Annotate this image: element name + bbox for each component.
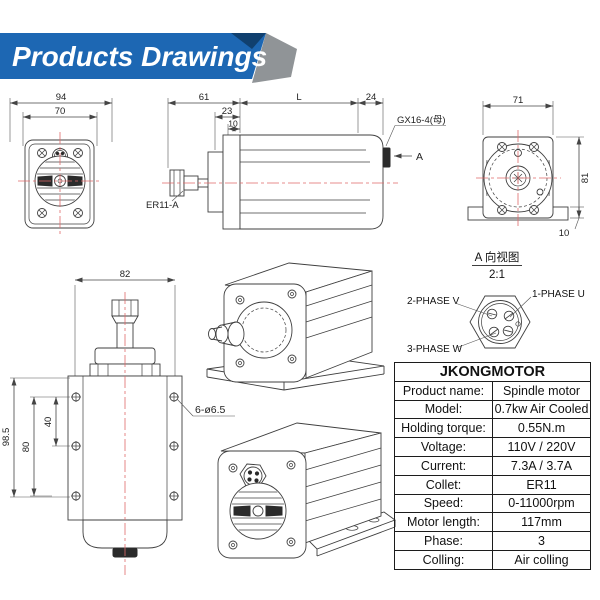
connector-pins [486,308,515,338]
dim-61: 61 [199,92,210,103]
corner-screws [37,148,83,218]
table-row: Phase:3 [394,531,591,551]
flange-holes [71,392,179,501]
dim-82: 82 [120,269,131,280]
collet-3d [208,321,245,347]
dim-40: 40 [43,417,54,428]
iso-view-rear [217,422,396,559]
fan-3d [229,482,287,540]
dim-71: 71 [513,95,524,106]
spec-label: Model: [394,399,493,420]
dim-94: 94 [56,92,67,103]
dim-80: 80 [21,442,32,453]
spec-value: Spindle motor [492,380,591,401]
dim-10-feet: 10 [559,228,570,239]
spec-label: Colling: [394,549,493,570]
spec-label: Phase: [394,531,493,551]
table-row: Model:0.7kw Air Cooled [394,399,591,420]
spec-label: Motor length: [394,512,493,533]
spec-value: 110V / 220V [492,437,591,457]
detail-scale: 2:1 [489,269,505,281]
label-view-a: A [416,151,423,163]
page-title: Products Drawings [12,41,267,72]
corner-screws [228,460,296,550]
table-row: Current:7.3A / 3.7A [394,455,591,476]
dim-24: 24 [366,92,377,103]
bottom-view-drawing: 82 [1,269,235,575]
banner-fold-navy [231,33,266,49]
label-gx16: GX16-4(母) [397,115,446,126]
spec-label: Holding torque: [394,418,493,439]
corner-screws [235,289,297,368]
dim-10-side: 10 [228,119,238,129]
spec-label: Current: [394,455,493,476]
spec-value: 3 [492,531,591,551]
dim-70: 70 [55,106,66,117]
rear-view-drawing: 71 81 10 [467,95,591,239]
banner-ribbon [0,33,266,79]
table-row: Voltage:110V / 220V [394,437,591,457]
spec-value: 0.55N.m [492,418,591,439]
table-row: Collet:ER11 [394,474,591,495]
dim-L: L [296,92,301,103]
label-er11-a: ER11-A [146,200,179,211]
corner-screws [497,142,539,215]
label-phase-w: 3-PHASE W [407,344,463,355]
dim-81: 81 [580,173,591,184]
spec-table-header: JKONGMOTOR [394,362,591,382]
dim-23: 23 [222,106,233,117]
spec-label: Voltage: [394,437,493,457]
spec-value: 117mm [492,512,591,533]
spec-value: 0-11000rpm [492,493,591,514]
detail-title: A 向视图 [475,250,520,264]
aviation-plug [382,147,391,168]
banner: Products Drawings [0,33,297,83]
table-row: Colling:Air colling [394,549,591,570]
spec-value: 0.7kw Air Cooled [492,399,591,420]
spec-label: Collet: [394,474,493,495]
front-view-drawing: 94 70 [9,92,113,236]
label-phase-u: 1-PHASE U [532,289,585,300]
spec-label: Speed: [394,493,493,514]
side-view-drawing: 61 23 10 L 24 ER11-A GX16-4(母) [146,92,446,230]
dim-98-5: 98.5 [1,428,12,447]
iso-view-front [206,262,385,391]
table-row: Product name:Spindle motor [394,380,591,401]
banner-fold-gray [252,33,297,83]
table-row: Motor length:117mm [394,512,591,533]
label-holes: 6-ø6.5 [195,404,226,416]
detail-view-a: A 向视图 2:1 2-PHASE V 1-PHASE U 3-PHASE W [407,250,585,355]
table-row: Speed:0-11000rpm [394,493,591,514]
spec-label: Product name: [394,380,493,401]
spec-value: ER11 [492,474,591,495]
spec-table: JKONGMOTOR Product name:Spindle motor Mo… [394,362,591,570]
label-phase-v: 2-PHASE V [407,296,460,307]
spec-value: 7.3A / 3.7A [492,455,591,476]
table-row: Holding torque:0.55N.m [394,418,591,439]
spec-value: Air colling [492,549,591,570]
